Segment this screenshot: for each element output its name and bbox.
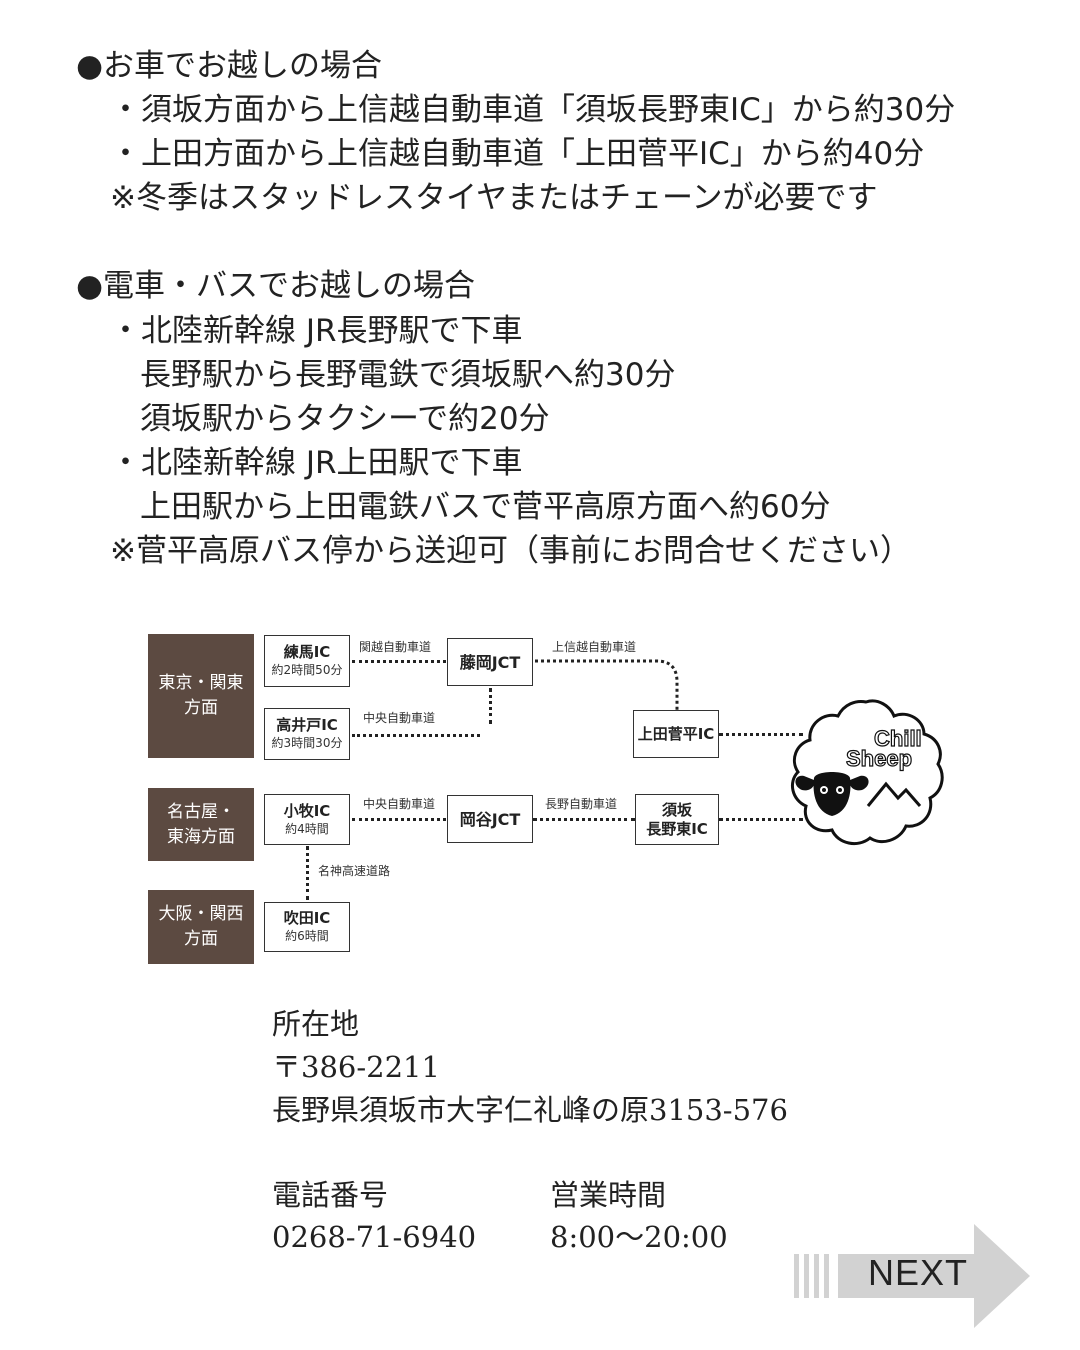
road-line: [719, 818, 803, 821]
road-curve: [535, 659, 679, 710]
node-name: 長野東IC: [646, 819, 708, 838]
train-line: 須坂駅からタクシーで約20分: [140, 401, 550, 437]
road-label: 長野自動車道: [545, 797, 618, 811]
node-ueda-sugadaira-ic: 上田菅平IC: [633, 710, 719, 758]
next-button[interactable]: NEXT: [792, 1222, 1032, 1330]
region-label: 名古屋・: [167, 801, 235, 822]
region-label: 大阪・関西: [158, 904, 244, 924]
road-label: 名神高速道路: [318, 864, 391, 878]
region-label: 方面: [184, 929, 218, 949]
car-heading: ●お車でお越しの場合: [76, 48, 383, 84]
train-line: ・北陸新幹線 JR上田駅で下車: [110, 445, 523, 481]
hours-label: 営業時間: [550, 1178, 667, 1212]
node-name: 練馬IC: [283, 643, 331, 661]
road-line: [533, 818, 635, 821]
postal-code: 〒386-2211: [272, 1050, 440, 1084]
road-line: [489, 688, 492, 724]
road-label: 関越自動車道: [359, 640, 432, 654]
node-suzaka-nagano-higashi-ic: 須坂 長野東IC: [635, 794, 719, 845]
region-osaka: 大阪・関西 方面: [148, 890, 254, 964]
logo-text: Chill: [874, 726, 922, 751]
next-arrow-icon: [794, 1224, 1030, 1328]
phone-number: 0268-71-6940: [272, 1220, 477, 1254]
node-name: 高井戸IC: [276, 716, 338, 734]
car-note: ※冬季はスタッドレスタイヤまたはチェーンが必要です: [110, 180, 878, 216]
road-line: [306, 846, 309, 900]
address-label: 所在地: [272, 1007, 360, 1041]
node-fujioka-jct: 藤岡JCT: [447, 638, 533, 686]
chill-sheep-logo: Chill Sheep: [790, 699, 944, 846]
car-item: ・上田方面から上信越自動車道「上田菅平IC」から約40分: [110, 136, 925, 172]
train-heading: ●電車・バスでお越しの場合: [76, 268, 476, 304]
node-name: 小牧IC: [283, 801, 331, 820]
phone-label: 電話番号: [272, 1178, 389, 1212]
node-name: 岡谷JCT: [459, 809, 521, 829]
road-label: 中央自動車道: [363, 797, 436, 811]
region-label: 東海方面: [167, 826, 235, 847]
node-time: 約2時間50分: [271, 663, 343, 677]
region-nagoya: 名古屋・ 東海方面: [148, 788, 254, 861]
region-label: 方面: [184, 698, 218, 718]
node-suita-ic: 吹田IC 約6時間: [264, 902, 350, 952]
node-okaya-jct: 岡谷JCT: [447, 795, 533, 843]
train-line: 上田駅から上田電鉄バスで菅平高原方面へ約60分: [140, 489, 831, 525]
train-line: 長野駅から長野電鉄で須坂駅へ約30分: [140, 357, 676, 393]
node-time: 約6時間: [285, 929, 329, 943]
road-label: 中央自動車道: [363, 711, 436, 725]
road-line: [719, 733, 803, 736]
road-line: [352, 660, 446, 663]
node-nerima-ic: 練馬IC 約2時間50分: [264, 635, 350, 687]
road-line: [352, 734, 480, 737]
address-line: 長野県須坂市大字仁礼峰の原3153-576: [272, 1093, 788, 1127]
node-name: 藤岡JCT: [459, 652, 521, 672]
node-komaki-ic: 小牧IC 約4時間: [264, 794, 350, 845]
train-line: ・北陸新幹線 JR長野駅で下車: [110, 313, 523, 349]
node-time: 約4時間: [285, 821, 329, 836]
node-name: 須坂: [661, 800, 692, 819]
road-label: 上信越自動車道: [552, 640, 637, 654]
car-item: ・須坂方面から上信越自動車道「須坂長野東IC」から約30分: [110, 92, 956, 128]
region-tokyo: 東京・関東 方面: [148, 634, 254, 758]
region-label: 東京・関東: [158, 673, 244, 693]
road-line: [352, 818, 446, 821]
logo-text: Sheep: [846, 746, 912, 771]
node-name: 上田菅平IC: [637, 724, 715, 743]
hours-value: 8:00〜20:00: [550, 1220, 728, 1254]
node-time: 約3時間30分: [271, 736, 343, 750]
node-takaido-ic: 高井戸IC 約3時間30分: [264, 708, 350, 760]
next-label: NEXT: [867, 1252, 968, 1293]
node-name: 吹田IC: [283, 909, 331, 927]
train-note: ※菅平高原バス停から送迎可（事前にお問合せください）: [110, 533, 911, 569]
